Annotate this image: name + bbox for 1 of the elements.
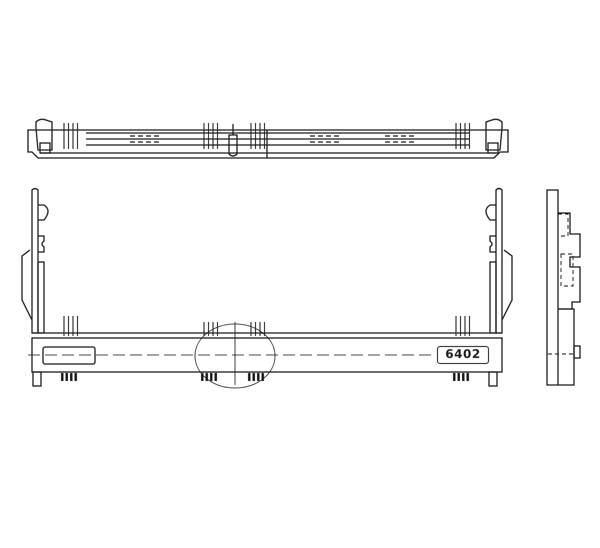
- part-number-label: 6402: [437, 346, 489, 364]
